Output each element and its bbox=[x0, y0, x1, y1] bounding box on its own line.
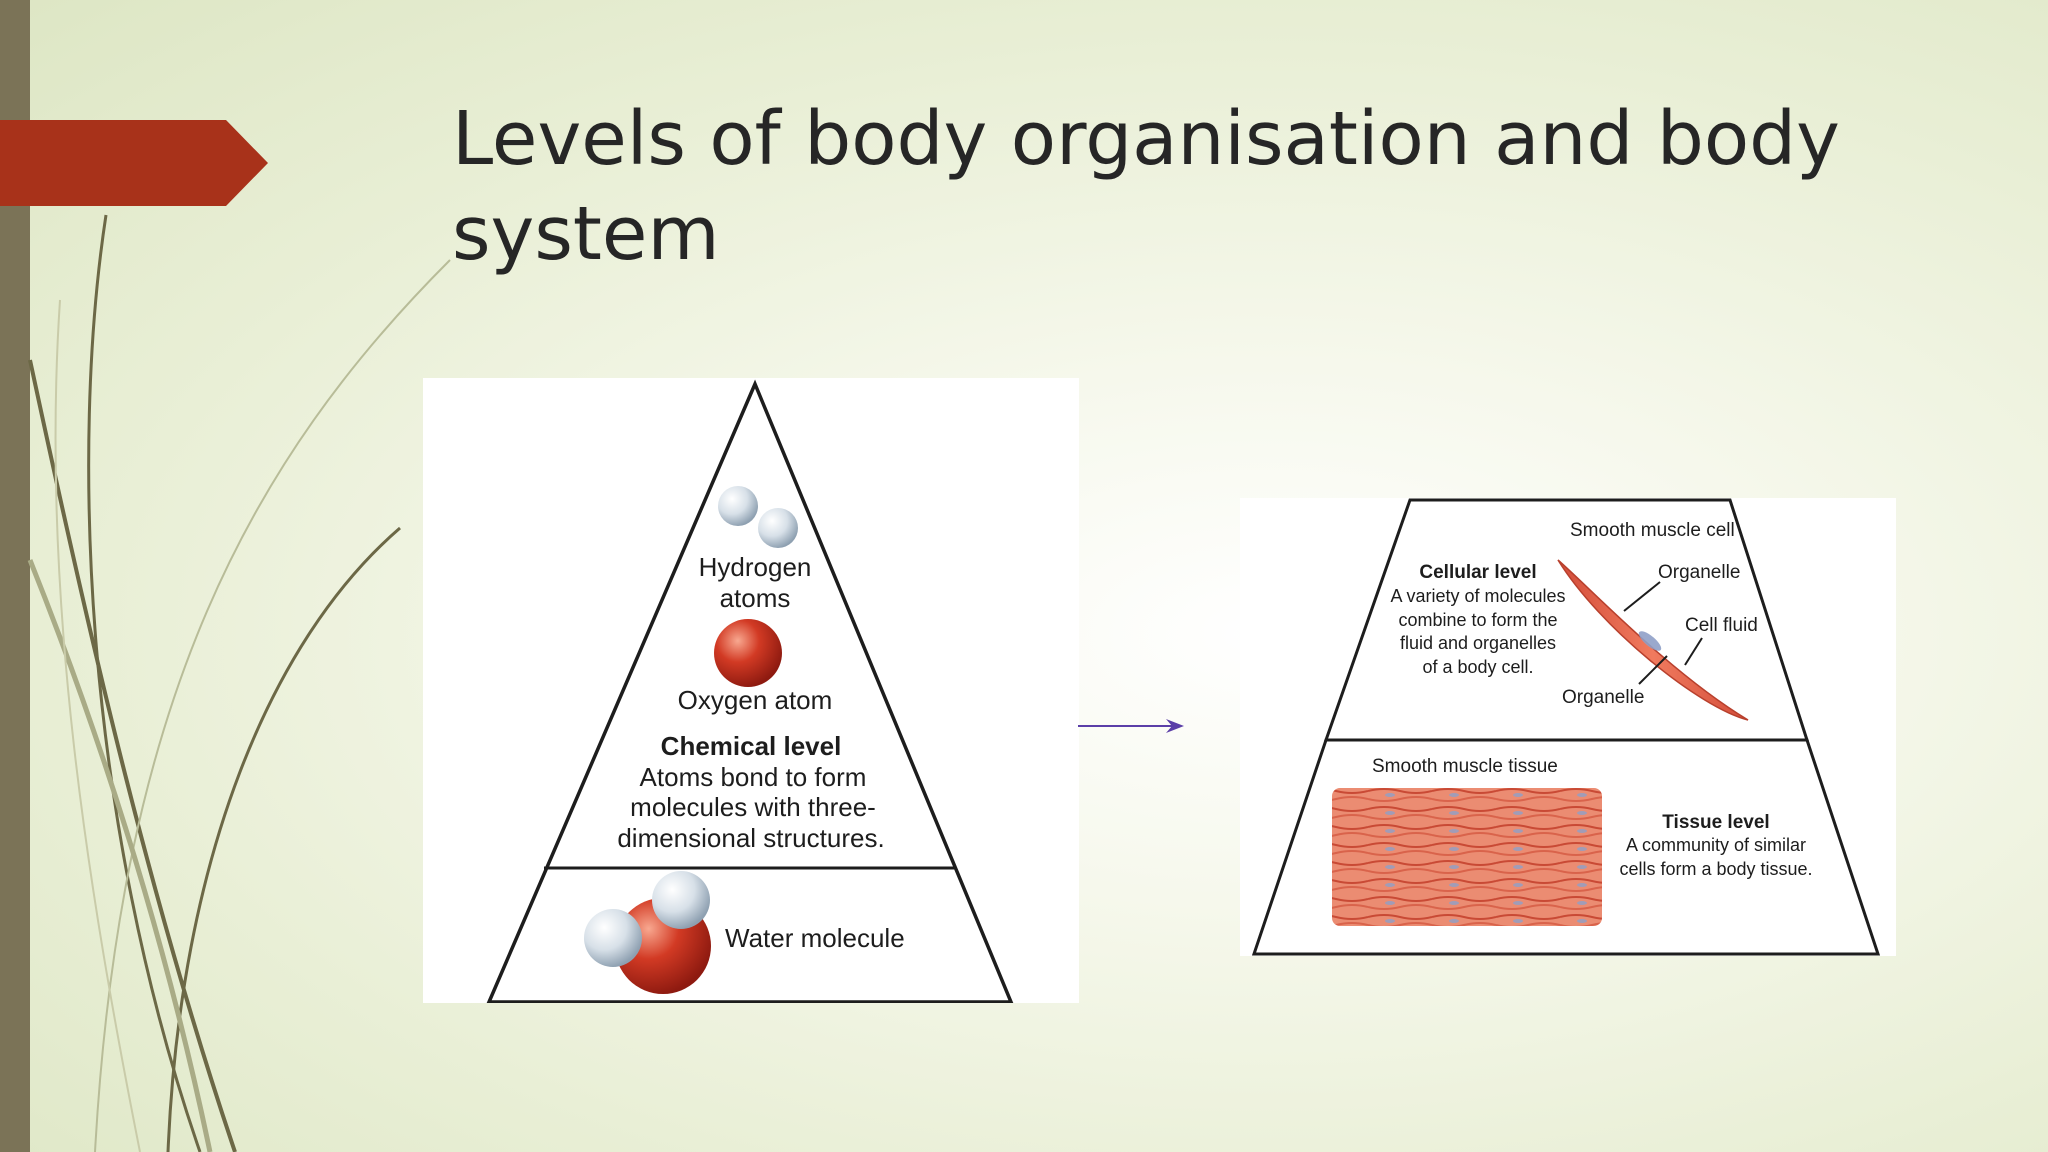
slide-title: Levels of body organisation and body sys… bbox=[452, 96, 1840, 277]
connector-arrow bbox=[1078, 719, 1184, 733]
smooth-muscle-tissue-icon bbox=[1332, 788, 1602, 926]
hydrogen-atom-icon bbox=[758, 508, 798, 548]
hydrogen-label: Hydrogen bbox=[699, 552, 812, 582]
cellular-level-description: fluid and organelles bbox=[1400, 633, 1556, 653]
tissue-level-heading: Tissue level bbox=[1662, 812, 1769, 833]
cellular-level-description: combine to form the bbox=[1398, 610, 1557, 630]
water-molecule-icon bbox=[584, 871, 711, 994]
water-molecule-label: Water molecule bbox=[725, 923, 905, 953]
hydrogen-label: atoms bbox=[720, 583, 791, 613]
cell-tissue-level-diagram: Smooth muscle cell Organelle Cell fluid … bbox=[1240, 498, 1896, 956]
smooth-muscle-cell-icon bbox=[1557, 559, 1749, 721]
hydrogen-atom-icon bbox=[718, 486, 758, 526]
chemical-level-description: dimensional structures. bbox=[617, 823, 884, 853]
chemical-level-description: Atoms bond to form bbox=[640, 762, 867, 792]
chemical-level-diagram: Hydrogen atoms Oxygen atom Chemical leve… bbox=[423, 378, 1079, 1003]
cellular-level-description: of a body cell. bbox=[1422, 657, 1533, 677]
pyramid-outline bbox=[486, 379, 1014, 1003]
accent-arrow-tab bbox=[0, 120, 268, 206]
chemical-level-heading: Chemical level bbox=[661, 731, 842, 761]
organelle-label: Organelle bbox=[1562, 687, 1644, 708]
organelle-label: Organelle bbox=[1658, 562, 1740, 583]
smooth-muscle-tissue-label: Smooth muscle tissue bbox=[1372, 756, 1558, 777]
chemical-level-description: molecules with three- bbox=[630, 792, 876, 822]
cellular-level-heading: Cellular level bbox=[1419, 562, 1536, 583]
smooth-muscle-cell-label: Smooth muscle cell bbox=[1570, 520, 1735, 541]
cellular-level-description: A variety of molecules bbox=[1390, 586, 1565, 606]
oxygen-atom-icon bbox=[714, 619, 782, 687]
decorative-curves bbox=[27, 214, 451, 1152]
cell-fluid-label: Cell fluid bbox=[1685, 615, 1758, 636]
oxygen-label: Oxygen atom bbox=[678, 685, 833, 715]
tissue-level-description: cells form a body tissue. bbox=[1619, 859, 1812, 879]
tissue-level-description: A community of similar bbox=[1626, 835, 1806, 855]
